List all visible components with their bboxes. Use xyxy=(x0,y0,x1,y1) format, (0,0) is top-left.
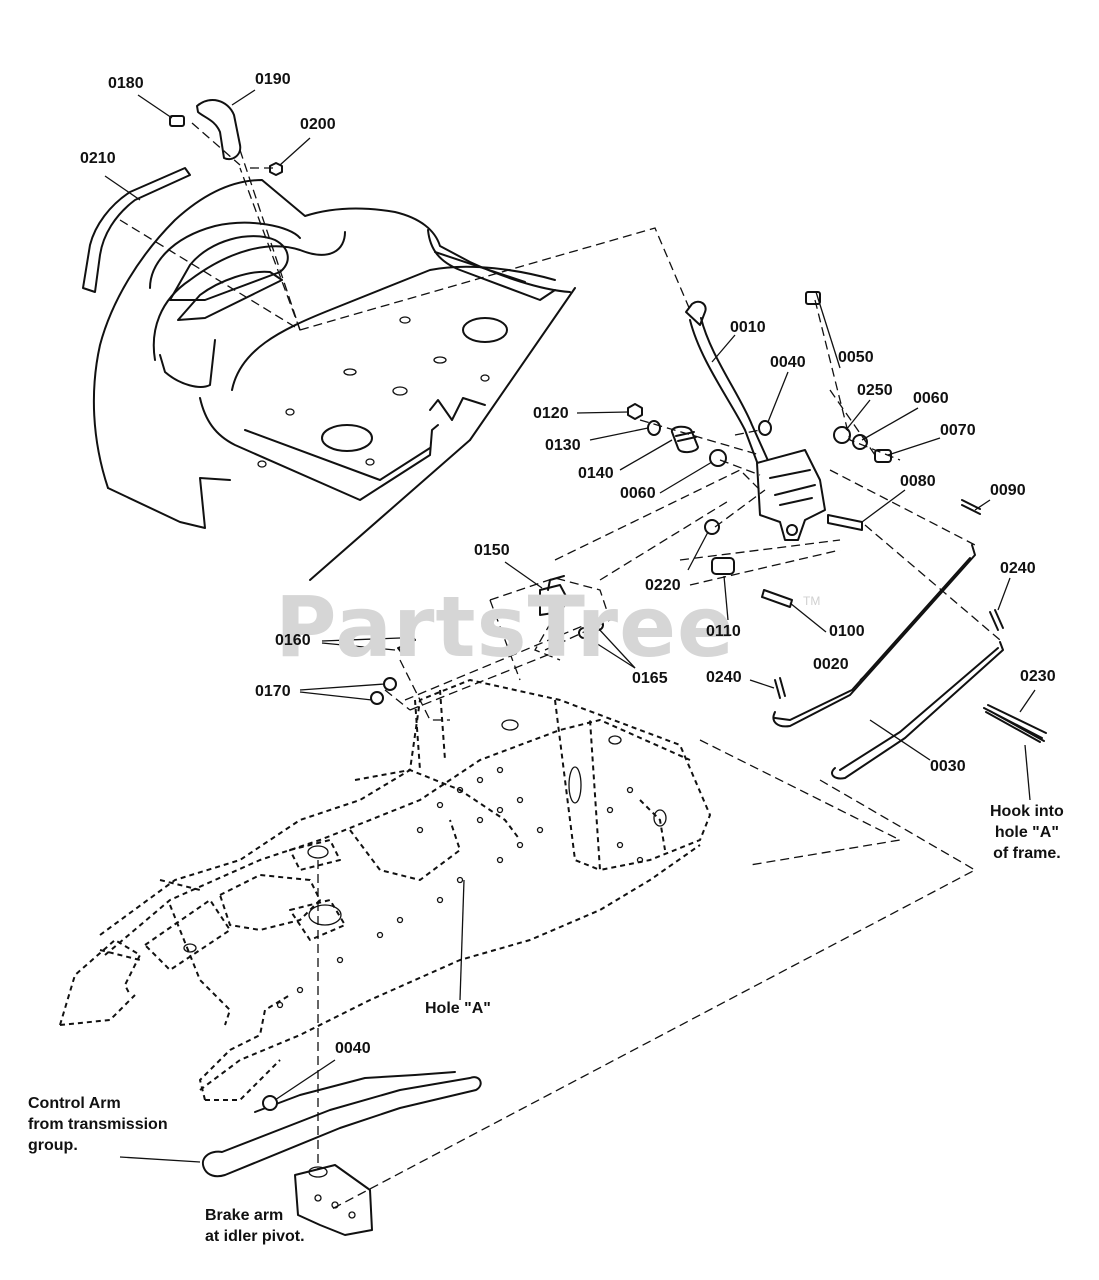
callout-0080: 0080 xyxy=(900,473,936,490)
rod-0030-inner xyxy=(839,647,999,771)
spring-0230 xyxy=(983,704,1047,743)
callout-0150: 0150 xyxy=(474,542,510,559)
shift-lever-assembly xyxy=(627,291,892,608)
callout-0040-top: 0040 xyxy=(770,354,806,371)
callout-0170: 0170 xyxy=(255,683,291,700)
callout-0070: 0070 xyxy=(940,422,976,439)
callout-0160: 0160 xyxy=(275,632,311,649)
partstree-watermark: PartsTree xyxy=(275,578,736,676)
rod-0020-inner xyxy=(774,557,971,721)
callout-0240-left: 0240 xyxy=(706,669,742,686)
rod-0020 xyxy=(772,544,976,728)
callout-0210: 0210 xyxy=(80,150,116,167)
callout-0020: 0020 xyxy=(813,656,849,673)
control-arm xyxy=(202,1076,482,1178)
hook-note-line-2: hole "A" xyxy=(994,824,1059,841)
callout-0250: 0250 xyxy=(857,382,893,399)
callout-0050: 0050 xyxy=(838,349,874,366)
callout-0010: 0010 xyxy=(730,319,766,336)
leader-lines xyxy=(104,89,1036,1163)
callout-0130: 0130 xyxy=(545,437,581,454)
trim-strip-part xyxy=(82,167,191,293)
frame-assembly xyxy=(59,679,711,1101)
hook-note-line-3: of frame. xyxy=(993,845,1061,862)
rod-0030 xyxy=(831,641,1004,780)
callout-0165: 0165 xyxy=(632,670,668,687)
callout-0120: 0120 xyxy=(533,405,569,422)
callout-0230: 0230 xyxy=(1020,668,1056,685)
callout-0190: 0190 xyxy=(255,71,291,88)
hole-a-label: Hole "A" xyxy=(425,1000,491,1017)
control-arm-note-line-2: from transmission xyxy=(28,1116,168,1133)
screw-0180 xyxy=(169,115,185,127)
control-arm-note-line-3: group. xyxy=(28,1137,78,1154)
cotter-pin-0240-a xyxy=(989,609,1004,631)
callout-0090: 0090 xyxy=(990,482,1026,499)
hook-note-line-1: Hook into xyxy=(990,803,1064,820)
screw-0160-b xyxy=(397,644,411,654)
screw-0160-a xyxy=(402,634,416,644)
callout-0180: 0180 xyxy=(108,75,144,92)
watermark-trademark: TM xyxy=(803,594,821,608)
hook-note: Hook into hole "A" of frame. xyxy=(990,801,1064,864)
block-0150 xyxy=(539,584,569,616)
callout-0040-bottom: 0040 xyxy=(335,1040,371,1057)
washer-0040-bottom xyxy=(262,1095,278,1111)
brake-arm-note-line-1: Brake arm xyxy=(205,1207,284,1224)
brake-arm-note: Brake arm at idler pivot. xyxy=(205,1205,305,1247)
nut-0170-b xyxy=(370,691,384,705)
callout-0200: 0200 xyxy=(300,116,336,133)
callout-0060-right: 0060 xyxy=(913,390,949,407)
callout-0100: 0100 xyxy=(829,623,865,640)
lever-knob-part xyxy=(196,99,242,161)
callout-0140: 0140 xyxy=(578,465,614,482)
control-arm-note-line-1: Control Arm xyxy=(28,1095,121,1112)
nut-0170-a xyxy=(383,677,397,691)
callout-0030: 0030 xyxy=(930,758,966,775)
fender-assembly xyxy=(92,179,576,581)
brake-arm xyxy=(294,1164,373,1236)
cotter-pin-0090 xyxy=(961,499,981,515)
brake-arm-note-line-2: at idler pivot. xyxy=(205,1228,305,1245)
control-arm-note: Control Arm from transmission group. xyxy=(28,1093,168,1156)
callout-0240-right: 0240 xyxy=(1000,560,1036,577)
callout-0220: 0220 xyxy=(645,577,681,594)
callout-0110: 0110 xyxy=(706,623,741,640)
cotter-pin-0240-b xyxy=(774,677,786,699)
nut-0200 xyxy=(269,162,283,176)
callout-0060-left: 0060 xyxy=(620,485,656,502)
